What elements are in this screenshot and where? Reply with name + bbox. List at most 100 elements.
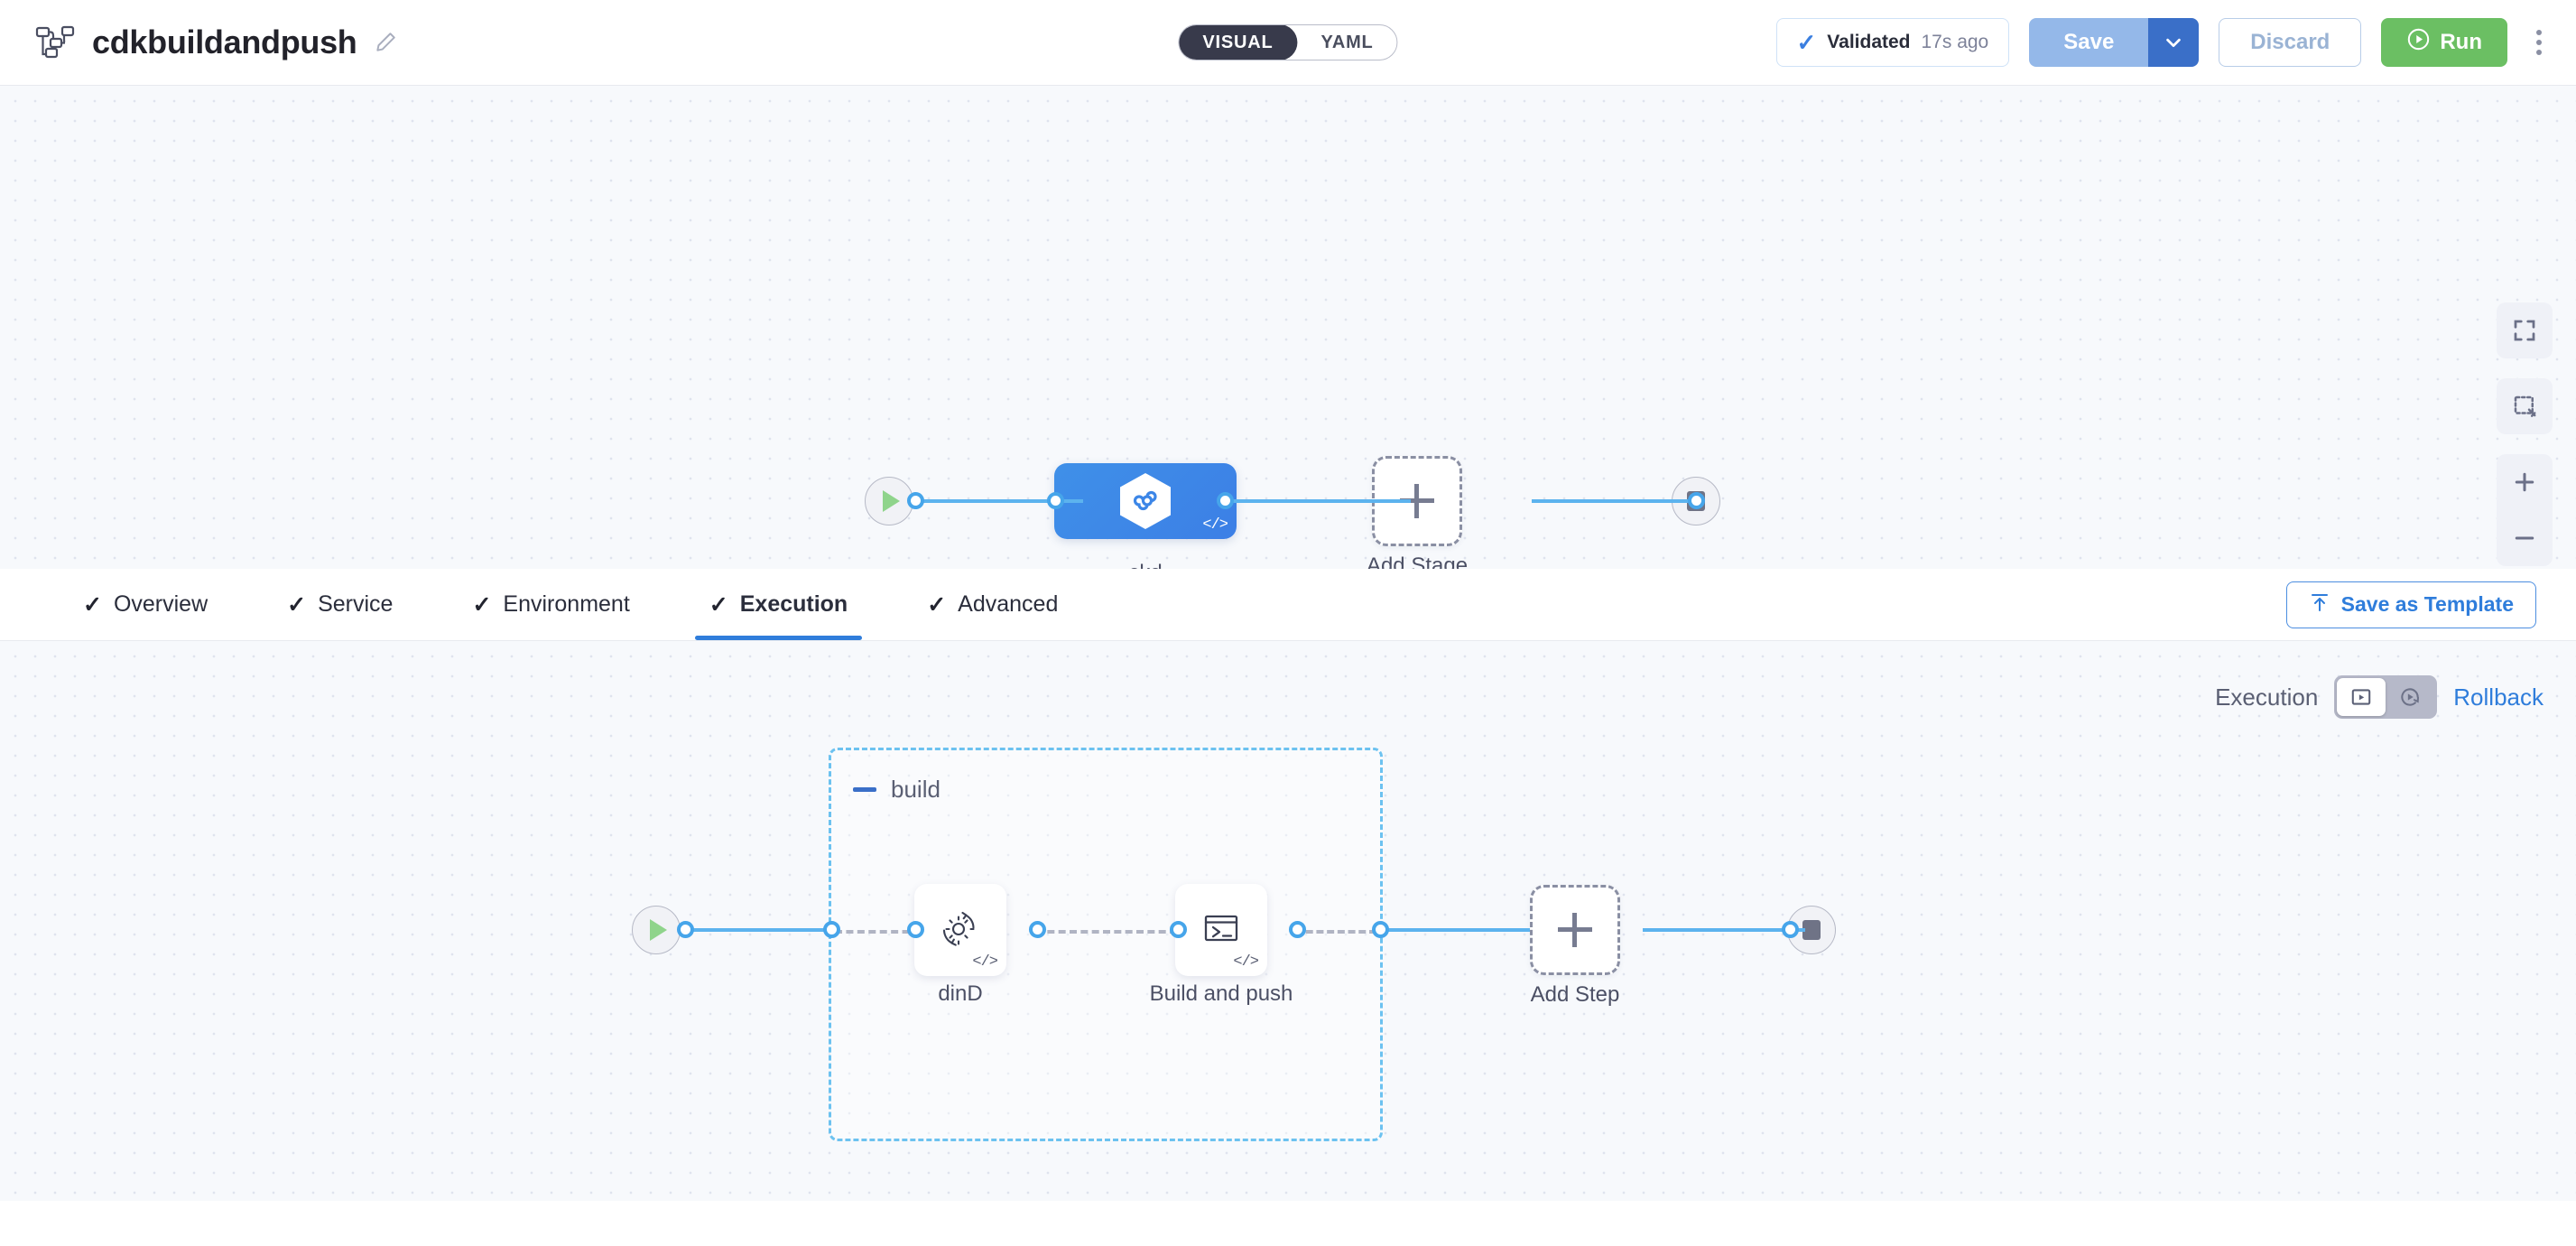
- plus-icon: [1558, 913, 1592, 947]
- run-label: Run: [2440, 30, 2482, 54]
- stage-node-body[interactable]: </>: [1054, 463, 1237, 539]
- port-stage-in[interactable]: [1047, 492, 1064, 509]
- link-addstage-to-end: [1532, 499, 1694, 503]
- tab-label: Execution: [739, 591, 848, 617]
- rollback-view-icon[interactable]: [2386, 678, 2434, 716]
- terminal-icon: [1198, 905, 1245, 956]
- marquee-select-icon[interactable]: [2497, 378, 2553, 434]
- add-step-button[interactable]: [1530, 885, 1620, 975]
- check-icon: ✓: [472, 591, 492, 618]
- execution-mode-label: Execution: [2215, 683, 2319, 711]
- zoom-in-icon[interactable]: [2497, 454, 2553, 510]
- add-step-label: Add Step: [1530, 982, 1620, 1007]
- zoom-out-icon[interactable]: [2497, 510, 2553, 566]
- pencil-icon[interactable]: [374, 31, 397, 54]
- port-buildpush-in[interactable]: [1170, 921, 1187, 938]
- kebab-menu-icon[interactable]: [2527, 23, 2551, 62]
- port-exec-start-out[interactable]: [677, 921, 694, 938]
- link-addstep-to-end: [1643, 928, 1805, 932]
- port-group-out[interactable]: [1372, 921, 1389, 938]
- port-end-in[interactable]: [1688, 492, 1705, 509]
- link-group-in-to-dind: [835, 930, 921, 934]
- tab-label: Environment: [503, 591, 630, 617]
- top-bar: cdkbuildandpush VISUAL YAML ✓ Validated …: [0, 0, 2576, 86]
- execution-mode-switcher: Execution Rollback: [2215, 675, 2544, 719]
- yaml-code-badge: </>: [1202, 516, 1228, 534]
- execution-rollback-toggle[interactable]: [2334, 675, 2438, 719]
- add-stage-label: Add Stage: [1366, 553, 1469, 569]
- link-dind-to-buildpush: [1036, 930, 1177, 934]
- stage-tab-bar: ✓ Overview ✓ Service ✓ Environment ✓ Exe…: [0, 569, 2576, 641]
- fit-to-screen-icon[interactable]: [2497, 302, 2553, 358]
- validated-timestamp: 17s ago: [1921, 32, 1989, 52]
- pipeline-start-node[interactable]: [865, 477, 913, 525]
- check-icon: ✓: [83, 591, 102, 618]
- tab-service[interactable]: ✓ Service: [247, 569, 432, 640]
- check-icon: ✓: [1796, 29, 1817, 56]
- check-icon: ✓: [927, 591, 947, 618]
- toggle-yaml[interactable]: YAML: [1320, 32, 1374, 52]
- stage-node-ckd[interactable]: </> ckd: [1054, 463, 1237, 569]
- link-start-to-stage: [916, 499, 1083, 503]
- page-title: cdkbuildandpush: [92, 23, 357, 60]
- title-group: cdkbuildandpush: [34, 23, 397, 61]
- link-start-to-group: [686, 928, 830, 932]
- pipeline-icon: [34, 23, 76, 61]
- port-exec-end-in[interactable]: [1782, 921, 1799, 938]
- step-group-label: build: [891, 776, 941, 803]
- step-node-label: Build and push: [1149, 981, 1293, 1006]
- add-step-node[interactable]: Add Step: [1530, 885, 1701, 1007]
- port-dind-in[interactable]: [907, 921, 924, 938]
- stage-node-label: ckd: [1128, 561, 1162, 569]
- check-icon: ✓: [287, 591, 307, 618]
- discard-button[interactable]: Discard: [2219, 18, 2362, 67]
- plus-icon: [1400, 484, 1434, 518]
- run-button[interactable]: Run: [2381, 18, 2507, 67]
- play-icon: [883, 490, 900, 512]
- link-group-to-addstep: [1378, 928, 1530, 932]
- toggle-visual[interactable]: VISUAL: [1179, 25, 1298, 60]
- tab-environment[interactable]: ✓ Environment: [432, 569, 669, 640]
- validated-status: ✓ Validated 17s ago: [1775, 18, 2010, 67]
- validated-label: Validated: [1827, 32, 1911, 52]
- play-circle-icon: [2406, 27, 2431, 58]
- step-node-body[interactable]: </>: [914, 884, 1006, 976]
- stage-canvas[interactable]: </> ckd Add Stage: [0, 86, 2576, 569]
- step-node-label: dinD: [938, 981, 983, 1006]
- stop-icon: [1802, 920, 1821, 940]
- yaml-code-badge: </>: [1233, 953, 1259, 971]
- step-node-build-and-push[interactable]: </> Build and push: [1150, 884, 1293, 1006]
- port-start-out[interactable]: [907, 492, 924, 509]
- harness-deploy-icon: [1120, 473, 1171, 529]
- step-group-header[interactable]: build: [853, 776, 941, 804]
- save-button[interactable]: Save: [2029, 18, 2149, 67]
- tab-execution[interactable]: ✓ Execution: [670, 569, 887, 640]
- execution-view-icon[interactable]: [2337, 678, 2386, 716]
- port-group-in[interactable]: [823, 921, 840, 938]
- tab-label: Service: [318, 591, 394, 617]
- minus-icon[interactable]: [853, 787, 876, 792]
- zoom-controls[interactable]: [2497, 454, 2553, 566]
- tab-advanced[interactable]: ✓ Advanced: [887, 569, 1098, 640]
- step-group-build[interactable]: build: [829, 748, 1383, 1141]
- tab-label: Advanced: [958, 591, 1059, 617]
- port-buildpush-out[interactable]: [1289, 921, 1306, 938]
- save-as-template-button[interactable]: Save as Template: [2285, 581, 2536, 628]
- rollback-label[interactable]: Rollback: [2453, 683, 2544, 711]
- tab-overview[interactable]: ✓ Overview: [43, 569, 247, 640]
- visual-yaml-toggle[interactable]: VISUAL YAML: [1178, 24, 1398, 60]
- execution-canvas[interactable]: Execution Rollback build: [0, 641, 2576, 1201]
- port-stage-out[interactable]: [1217, 492, 1234, 509]
- execution-end-node[interactable]: [1787, 906, 1836, 954]
- port-dind-out[interactable]: [1029, 921, 1046, 938]
- chevron-down-icon[interactable]: [2148, 18, 2200, 67]
- step-node-dind[interactable]: </> dinD: [914, 884, 1006, 1006]
- top-bar-actions: ✓ Validated 17s ago Save Discard Run: [1775, 18, 2552, 67]
- step-node-body[interactable]: </>: [1175, 884, 1267, 976]
- canvas-controls: [2497, 302, 2553, 566]
- save-as-template-label: Save as Template: [2340, 592, 2514, 616]
- execution-start-node[interactable]: [632, 906, 681, 954]
- gear-rotate-icon: [937, 905, 984, 956]
- link-buildpush-to-group-out: [1295, 930, 1376, 934]
- save-button-group[interactable]: Save: [2029, 18, 2200, 67]
